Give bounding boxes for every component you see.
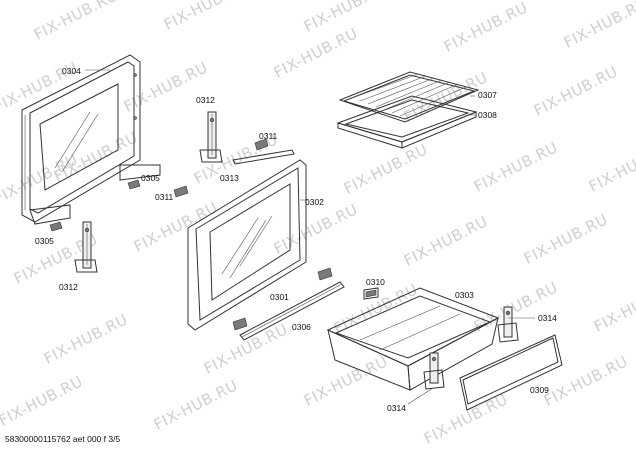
seal-strip-0313 (232, 149, 295, 165)
label-0301: 0301 (270, 292, 289, 302)
label-0308: 0308 (478, 110, 497, 120)
inner-door-panel-0304 (21, 54, 161, 225)
label-0313: 0313 (220, 173, 239, 183)
clip-0305-lower (49, 221, 63, 232)
runner-0314-left (423, 352, 445, 390)
leader-lines (85, 69, 535, 405)
label-0312-lower: 0312 (59, 282, 78, 292)
hinge-0312-upper (199, 111, 223, 163)
label-0314-left: 0314 (387, 403, 406, 413)
label-0310: 0310 (366, 277, 385, 287)
runner-0314-right (497, 306, 519, 343)
label-0311-lower: 0311 (155, 192, 174, 202)
clip-0311-lower (173, 185, 189, 198)
baking-tray-0308 (336, 95, 478, 149)
bracket-0310 (363, 287, 379, 300)
handle-cap-0306 (232, 317, 248, 331)
label-0305-lower: 0305 (35, 236, 54, 246)
label-0306: 0306 (292, 322, 311, 332)
label-0302: 0302 (305, 197, 324, 207)
storage-drawer-0303 (326, 287, 500, 391)
clip-0311-upper (254, 138, 269, 151)
label-0305-upper: 0305 (141, 173, 160, 183)
label-0314-right: 0314 (538, 313, 557, 323)
label-0304: 0304 (62, 66, 81, 76)
outer-door-0302 (187, 159, 307, 331)
label-0309: 0309 (530, 385, 549, 395)
label-0311-upper: 0311 (259, 131, 278, 141)
footer-document-code: 58300000115762 aet 000 f 3/5 (5, 434, 121, 444)
hinge-0312-lower (74, 221, 98, 273)
label-0303: 0303 (455, 290, 474, 300)
label-0312-upper: 0312 (196, 95, 215, 105)
door-handle-0301 (239, 267, 345, 341)
clip-0305-upper (127, 179, 141, 190)
label-0307: 0307 (478, 90, 497, 100)
drawer-front-0309 (459, 334, 563, 411)
